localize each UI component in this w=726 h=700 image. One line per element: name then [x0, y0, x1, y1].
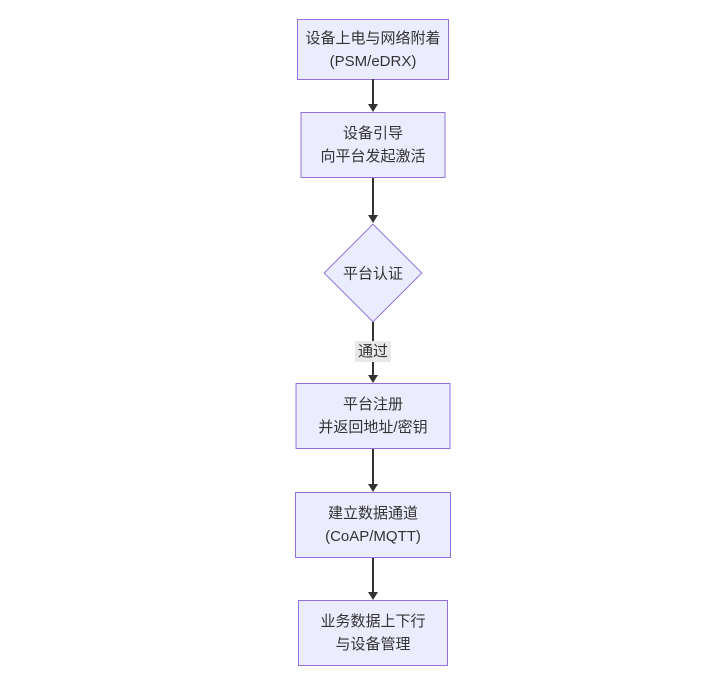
arrowhead-down-icon	[368, 375, 378, 383]
node-text-line: 业务数据上下行	[320, 613, 426, 630]
edge-label-pass: 通过	[354, 341, 392, 362]
node-business-data: 业务数据上下行 与设备管理	[298, 600, 448, 666]
node-text-line: 并返回地址/密钥	[318, 419, 428, 436]
node-text-line: 平台认证	[342, 265, 404, 283]
node-text-line: 向平台发起激活	[320, 148, 426, 165]
node-text-line: 建立数据通道	[327, 505, 418, 522]
node-power-attach: 设备上电与网络附着 (PSM/eDRX)	[297, 19, 449, 80]
edge-connector	[372, 178, 374, 216]
node-auth-decision: 平台认证	[323, 223, 423, 323]
edge-connector	[372, 558, 374, 593]
node-text-line: 设备引导	[342, 125, 403, 142]
arrowhead-down-icon	[368, 104, 378, 112]
node-text-line: 设备上电与网络附着	[305, 29, 441, 47]
node-register: 平台注册 并返回地址/密钥	[295, 383, 451, 449]
node-text-line: 平台注册	[342, 396, 403, 413]
edge-connector	[372, 79, 374, 105]
arrowhead-down-icon	[368, 215, 378, 223]
node-text-line: (PSM/eDRX)	[329, 52, 417, 70]
node-text-line: (CoAP/MQTT)	[325, 528, 421, 545]
node-bootstrap: 设备引导 向平台发起激活	[300, 112, 446, 178]
node-text-line: 与设备管理	[335, 636, 411, 653]
arrowhead-down-icon	[368, 484, 378, 492]
arrowhead-down-icon	[368, 592, 378, 600]
node-data-channel: 建立数据通道 (CoAP/MQTT)	[295, 492, 451, 558]
edge-connector	[372, 449, 374, 485]
